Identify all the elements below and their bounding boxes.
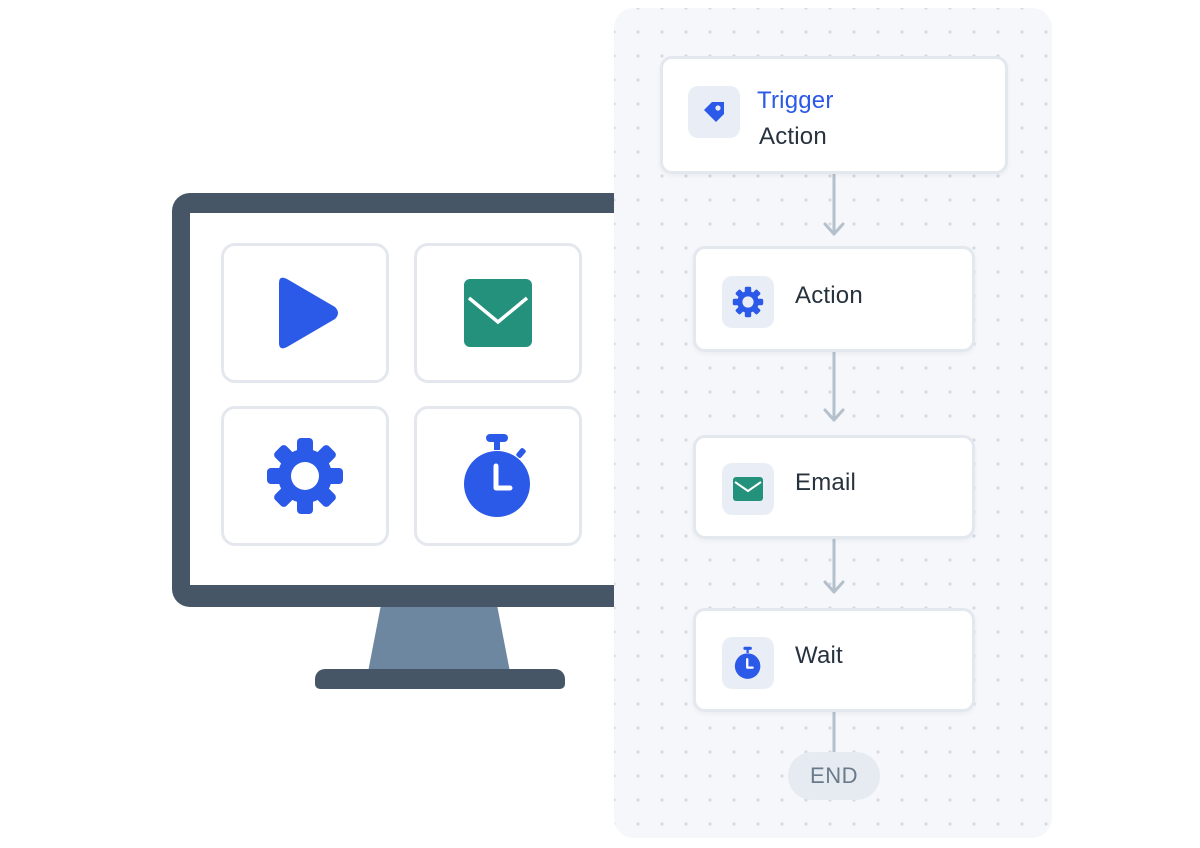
stopwatch-icon	[734, 646, 761, 679]
monitor-stand	[368, 606, 510, 672]
step-wait[interactable]: Wait	[693, 608, 975, 712]
step-label: Email	[795, 469, 857, 496]
step-icon-box	[722, 463, 774, 515]
step-label: Action	[795, 282, 863, 309]
tile-play	[221, 243, 389, 383]
step-label: Wait	[795, 642, 843, 669]
end-node: END	[788, 752, 880, 800]
gear-icon	[267, 438, 343, 514]
trigger-node[interactable]: Trigger Action	[660, 56, 1008, 174]
trigger-icon-box	[688, 86, 740, 138]
trigger-subtitle: Action	[759, 123, 827, 150]
step-email[interactable]: Email	[693, 435, 975, 539]
monitor-base	[315, 669, 565, 689]
tile-settings	[221, 406, 389, 546]
step-action[interactable]: Action	[693, 246, 975, 352]
tile-timer	[414, 406, 582, 546]
tile-email	[414, 243, 582, 383]
stopwatch-icon	[464, 434, 530, 517]
step-icon-box	[722, 276, 774, 328]
envelope-icon	[464, 279, 532, 347]
envelope-icon	[733, 477, 763, 501]
tag-icon	[704, 102, 724, 122]
gear-icon	[732, 286, 764, 318]
trigger-title: Trigger	[757, 87, 834, 114]
play-icon	[279, 277, 338, 349]
step-icon-box	[722, 637, 774, 689]
